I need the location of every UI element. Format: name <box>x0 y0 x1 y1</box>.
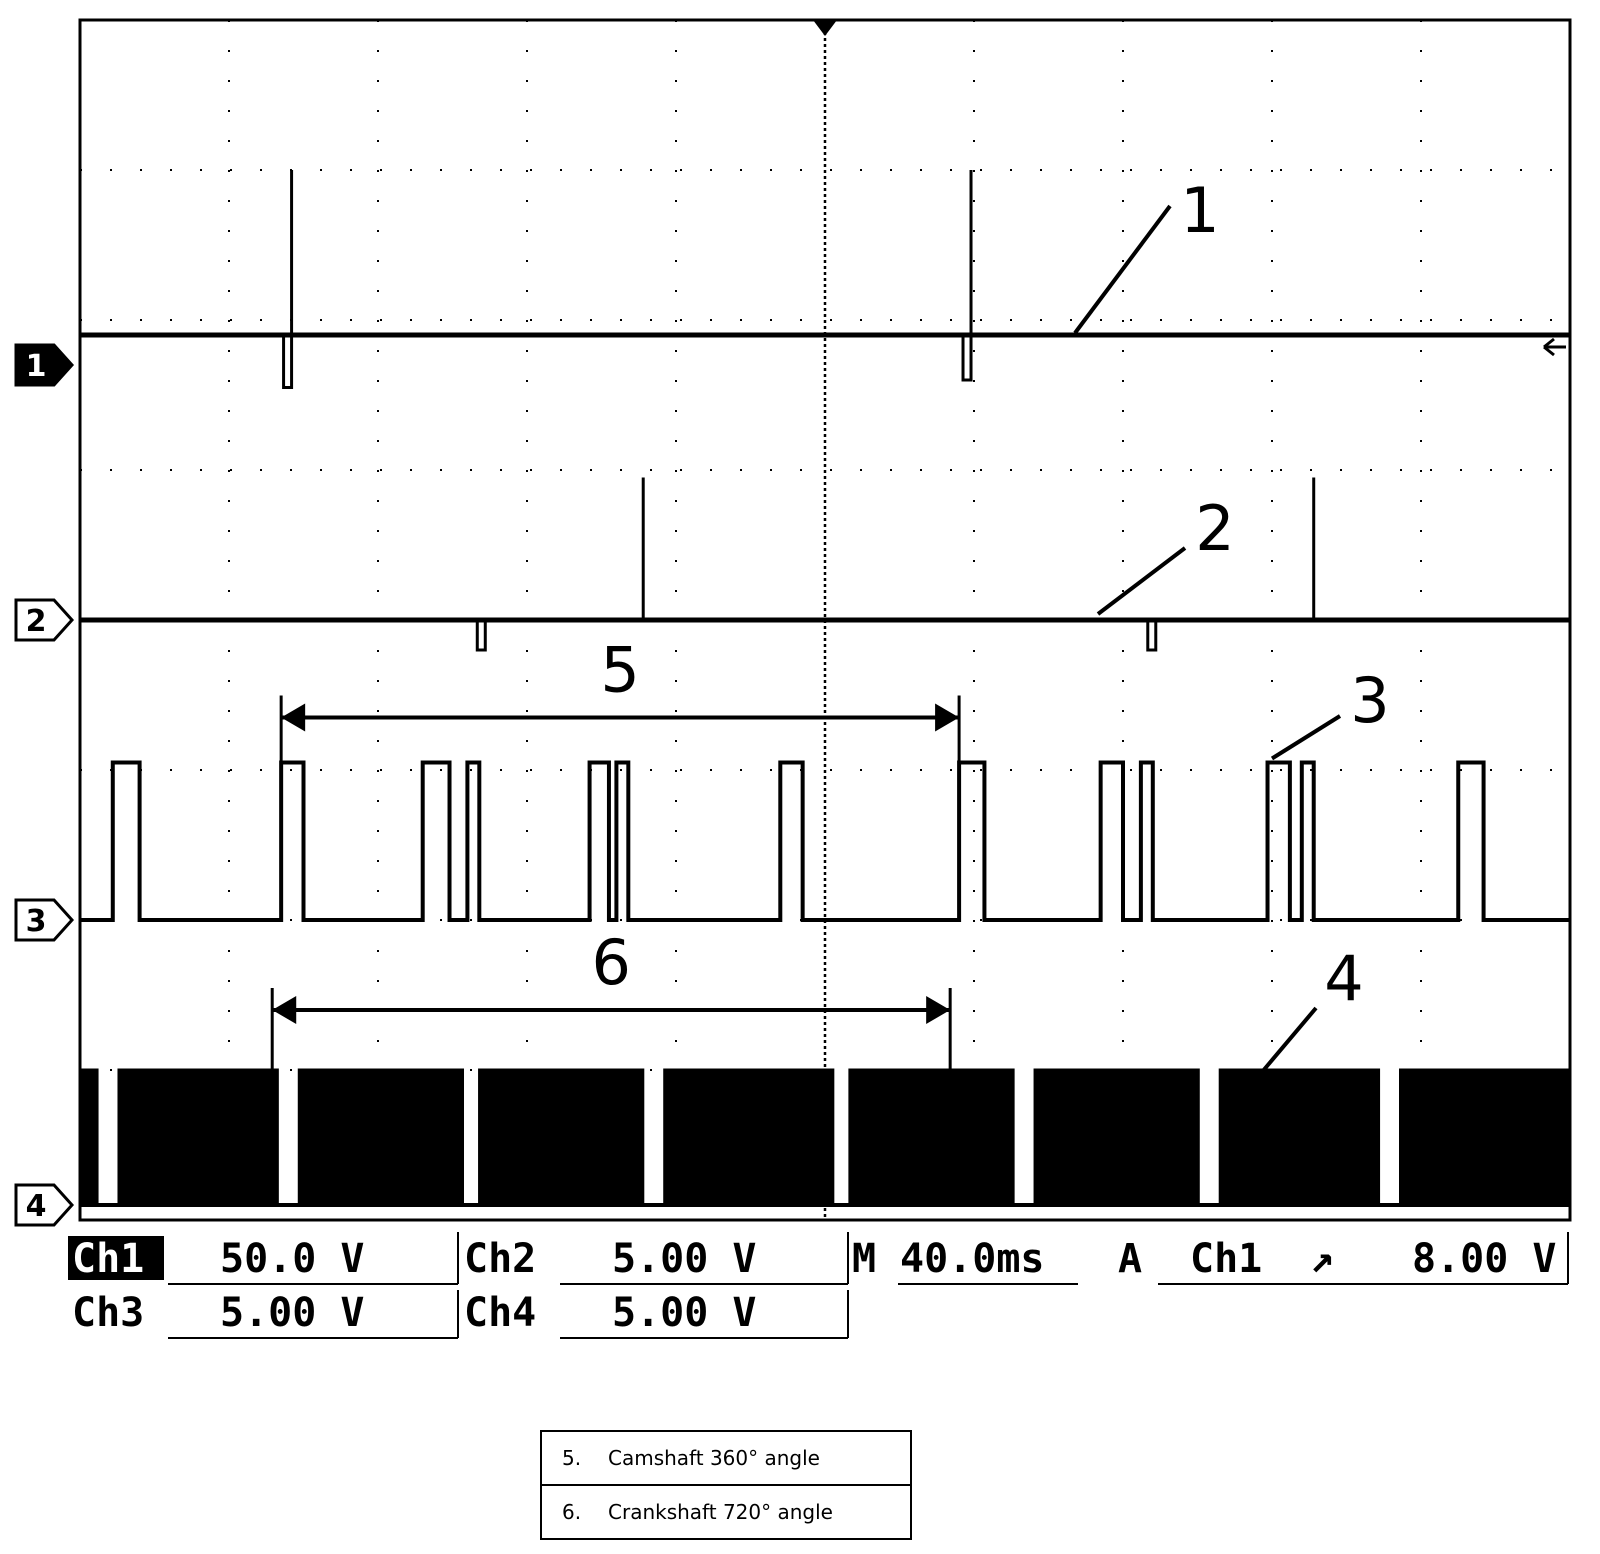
legend-cell: 5. Camshaft 360° angle <box>540 1430 912 1486</box>
legend-number: 6. <box>562 1500 582 1524</box>
span-arrowhead-right <box>935 703 960 732</box>
readout-ch2-value: 5.00 V <box>612 1236 757 1282</box>
readout-ch1-value: 50.0 V <box>220 1236 365 1282</box>
readout-ch2-name: Ch2 <box>464 1236 536 1282</box>
readout-dividers <box>168 1232 1569 1339</box>
timebase-prefix: M <box>852 1236 876 1282</box>
trace-4-pulse-train <box>78 1068 1571 1207</box>
channel-marker-label: 1 <box>26 349 47 384</box>
trigger-slope-icon: ↗ <box>1310 1236 1334 1282</box>
legend-row: 5. Camshaft 360° angle <box>540 1430 912 1486</box>
trace-callouts: 1 2 3 4 <box>1073 174 1390 1074</box>
callout-label: 4 <box>1324 942 1363 1015</box>
callout-leader <box>1073 204 1172 335</box>
trace-3-pulses <box>80 760 1570 922</box>
callout-leader <box>1260 1006 1318 1074</box>
callout-leader <box>1096 546 1187 616</box>
trace-2-dip <box>475 620 487 652</box>
trigger-mode: A <box>1118 1236 1142 1282</box>
callout-leader <box>1270 714 1342 761</box>
callout-label: 1 <box>1180 174 1219 247</box>
channel-marker-2 <box>14 598 75 642</box>
span-label: 6 <box>591 926 630 999</box>
span-arrowhead-left <box>281 703 306 732</box>
legend-text: Camshaft 360° angle <box>608 1446 820 1470</box>
callout-label: 3 <box>1350 664 1389 737</box>
trace-1-dip <box>961 335 973 382</box>
legend-number: 5. <box>562 1446 582 1470</box>
trigger-level: 8.00 V <box>1412 1236 1557 1282</box>
span-annotations: 56 <box>270 634 961 1070</box>
ch1-highlight <box>68 1236 164 1280</box>
readout-ch4-value: 5.00 V <box>612 1290 757 1336</box>
legend-cell: 6. Crankshaft 720° angle <box>540 1484 912 1540</box>
trigger-position-icon <box>813 20 837 36</box>
span-arrowhead-left <box>272 996 297 1024</box>
trace-2-dip <box>1146 620 1158 652</box>
timebase-value: 40.0ms <box>900 1236 1045 1282</box>
signal-traces <box>78 170 1571 1207</box>
span-label: 5 <box>600 634 639 707</box>
legend-row: 6. Crankshaft 720° angle <box>540 1484 912 1540</box>
trigger-level-icon <box>1543 337 1566 357</box>
channel-marker-label: 2 <box>26 604 47 639</box>
trigger-source: Ch1 <box>1190 1236 1262 1282</box>
channel-marker-label: 3 <box>26 904 47 939</box>
readout-ch4-name: Ch4 <box>464 1290 536 1336</box>
legend-text: Crankshaft 720° angle <box>608 1500 833 1524</box>
channel-marker-1 <box>14 343 75 387</box>
channel-markers: 1 2 3 4 <box>14 343 75 1227</box>
trace-1-dip <box>282 335 294 389</box>
legend-table: 5. Camshaft 360° angle 6. Crankshaft 720° … <box>540 1430 912 1540</box>
channel-marker-4 <box>14 1183 75 1227</box>
span-arrowhead-right <box>926 996 951 1024</box>
readout-ch1-name: Ch1 <box>72 1236 144 1282</box>
readout-ch3-value: 5.00 V <box>220 1290 365 1336</box>
channel-marker-label: 4 <box>26 1189 47 1224</box>
readout-panel: Ch1 50.0 V Ch2 5.00 V Ch3 5.00 V Ch4 5.0… <box>68 1232 1569 1339</box>
channel-marker-3 <box>14 898 75 942</box>
readout-ch3-name: Ch3 <box>72 1290 144 1336</box>
callout-label: 2 <box>1195 492 1234 565</box>
